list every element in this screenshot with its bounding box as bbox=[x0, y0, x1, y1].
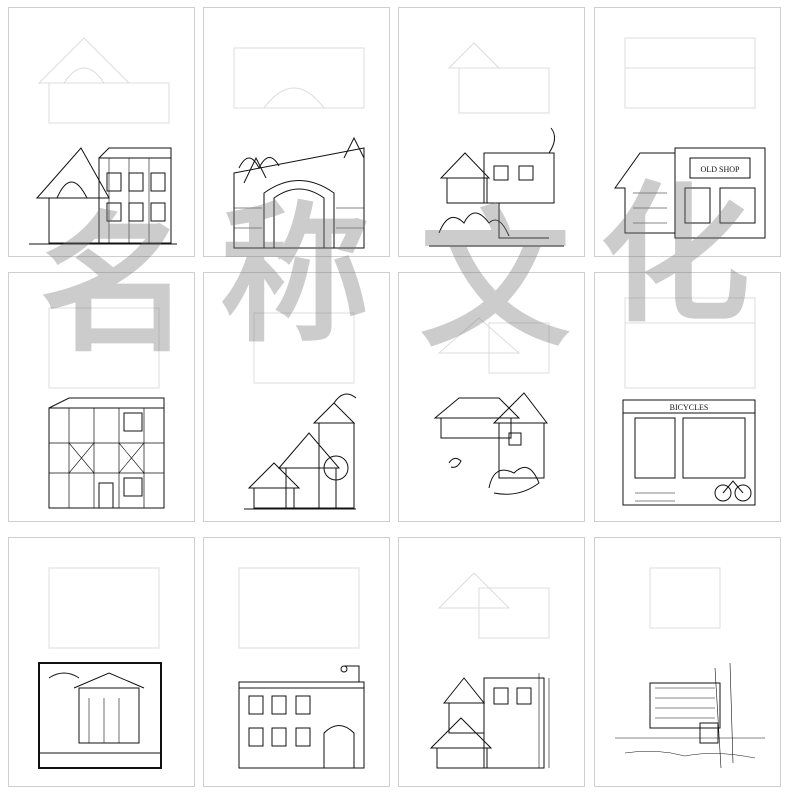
drawing-card-9[interactable] bbox=[8, 537, 195, 787]
drawing-card-6[interactable] bbox=[203, 272, 390, 522]
drawing-card-4[interactable]: OLD SHOP bbox=[594, 7, 781, 257]
faded-preview bbox=[437, 572, 550, 639]
rooftops-with-shrubs-drawing bbox=[433, 317, 550, 495]
bicycle-shop-sign: BICYCLES bbox=[670, 403, 709, 412]
barn-illustration bbox=[615, 662, 765, 769]
gothic-gable-house-drawing bbox=[29, 37, 177, 245]
framed-porch-house-drawing bbox=[38, 567, 162, 769]
faded-preview bbox=[447, 42, 550, 114]
townhouse-illustration bbox=[238, 665, 365, 769]
drawing-card-1[interactable] bbox=[8, 7, 195, 257]
corner-shop-drawing: OLD SHOP bbox=[614, 37, 766, 239]
rooftops-illustration bbox=[433, 392, 549, 495]
hillside-village-drawing bbox=[244, 312, 357, 510]
cottage-illustration bbox=[429, 127, 564, 247]
faded-preview bbox=[649, 567, 721, 629]
drawing-card-10[interactable] bbox=[203, 537, 390, 787]
porch-house-illustration bbox=[38, 662, 162, 769]
faded-preview bbox=[624, 37, 756, 109]
drawing-card-3[interactable] bbox=[398, 7, 585, 257]
shop-illustration bbox=[614, 147, 766, 239]
village-illustration bbox=[244, 393, 357, 510]
shopfront-illustration bbox=[622, 399, 756, 506]
faded-preview bbox=[48, 567, 160, 649]
villa-illustration bbox=[429, 673, 550, 769]
drawing-card-12[interactable] bbox=[594, 537, 781, 787]
drawing-card-2[interactable] bbox=[203, 7, 390, 257]
faded-preview bbox=[233, 47, 365, 109]
drawing-card-8[interactable]: BICYCLES bbox=[594, 272, 781, 522]
faded-preview bbox=[48, 307, 160, 389]
faded-preview bbox=[253, 312, 355, 384]
cottage-with-trees-drawing bbox=[429, 42, 564, 247]
drawing-card-11[interactable] bbox=[398, 537, 585, 787]
house-illustration bbox=[29, 147, 177, 245]
townhouse-with-lamp-drawing bbox=[238, 567, 365, 769]
doorway-illustration bbox=[233, 136, 365, 249]
drawing-card-5[interactable] bbox=[8, 272, 195, 522]
faded-preview bbox=[37, 37, 170, 124]
faded-preview bbox=[624, 297, 756, 389]
drawing-card-7[interactable] bbox=[398, 272, 585, 522]
small-barn-drawing bbox=[615, 567, 765, 769]
faded-preview bbox=[437, 317, 550, 374]
bicycle-shopfront-drawing: BICYCLES bbox=[622, 297, 756, 506]
stone-arch-doorway-drawing bbox=[233, 47, 365, 249]
faded-preview bbox=[238, 567, 360, 649]
gabled-villa-drawing bbox=[429, 572, 550, 769]
shop-sign-text: OLD SHOP bbox=[701, 165, 740, 174]
timber-house-illustration bbox=[48, 397, 165, 509]
half-timbered-house-drawing bbox=[48, 307, 165, 509]
